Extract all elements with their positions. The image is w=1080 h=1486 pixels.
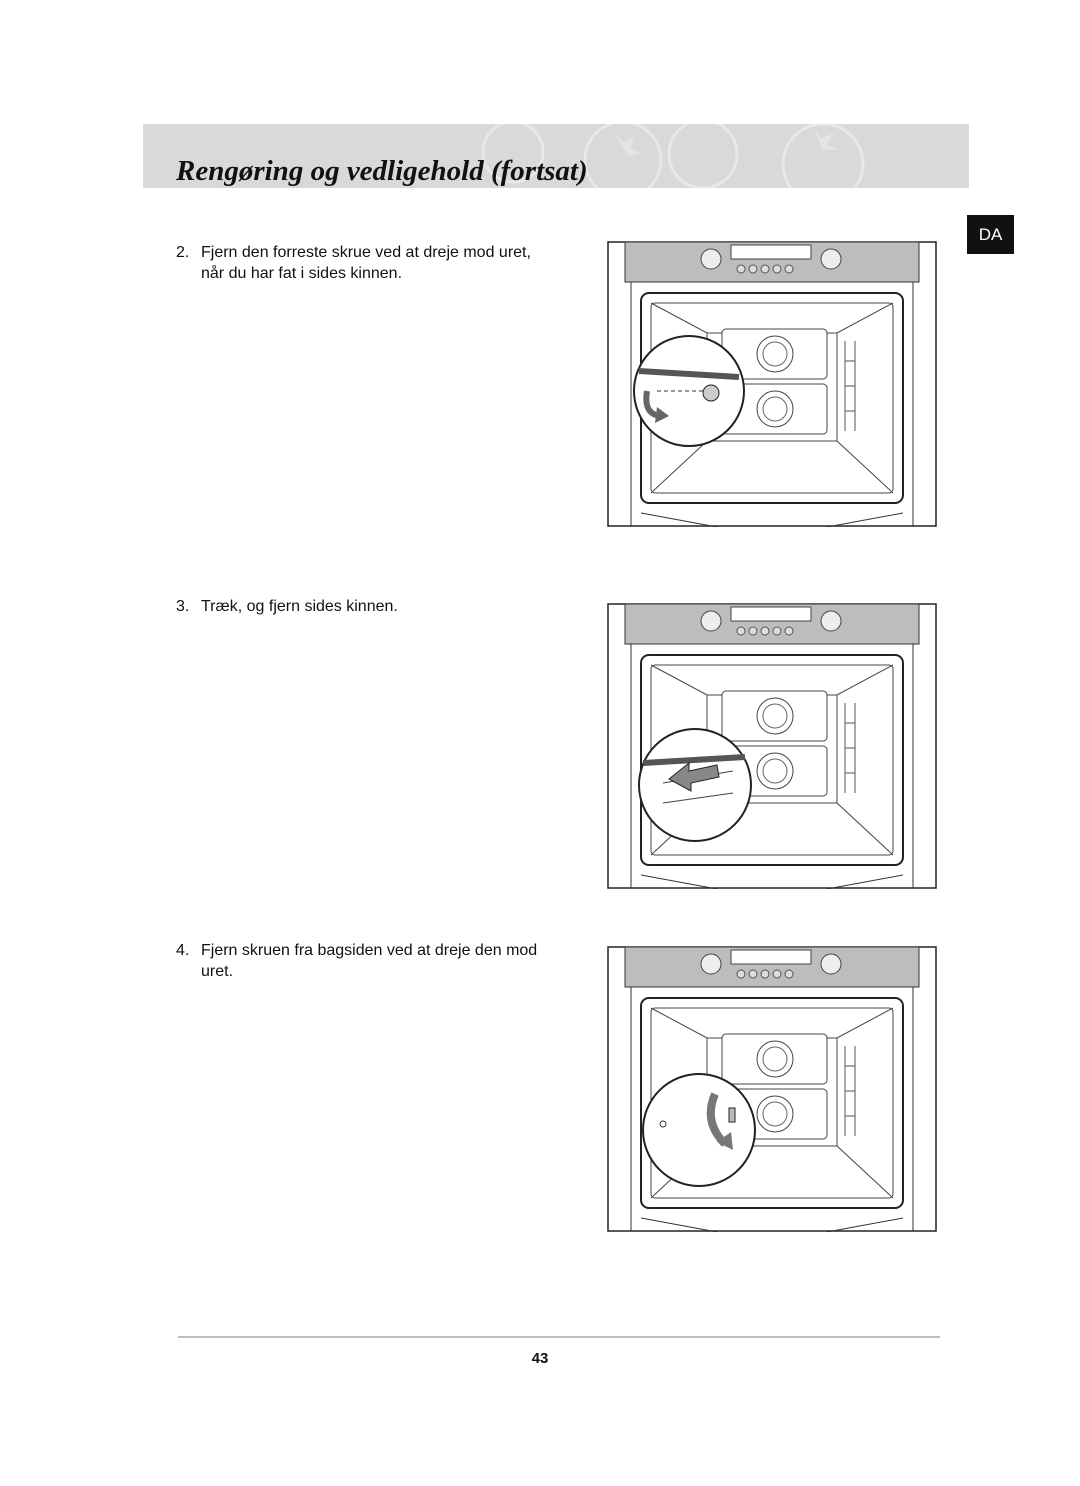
- oven-illustration-remove-front-screw: [607, 241, 937, 527]
- fan-icon: [756, 335, 794, 373]
- control-knob-icon: [700, 248, 722, 270]
- control-knob-icon: [820, 610, 842, 632]
- control-knob-icon: [700, 953, 722, 975]
- oven-illustration-pull-side-rail: [607, 603, 937, 889]
- display-panel: [730, 949, 812, 965]
- step-text: Fjern skruen fra bagsiden ved at dreje d…: [201, 942, 538, 980]
- step-number: 3.: [176, 598, 190, 615]
- oven-illustration-remove-back-screw: [607, 946, 937, 1232]
- step-text: Fjern den forreste skrue ved at dreje mo…: [201, 244, 531, 282]
- control-knob-icon: [820, 953, 842, 975]
- screw-icon: [728, 1107, 736, 1123]
- page-title: Rengøring og vedligehold (fortsat): [176, 155, 588, 187]
- footer-rule: [178, 1336, 940, 1338]
- header-band: [143, 124, 969, 188]
- fan-icon: [756, 752, 794, 790]
- fan-icon: [756, 697, 794, 735]
- step-item: 2. Fjern den forreste skrue ved at dreje…: [176, 242, 556, 284]
- vegetable-decoration: [583, 124, 663, 188]
- control-knob-icon: [700, 610, 722, 632]
- step-number: 4.: [176, 942, 190, 959]
- fan-icon: [756, 1095, 794, 1133]
- vegetable-decoration: [481, 124, 545, 184]
- language-tab: DA: [967, 215, 1014, 254]
- step-text: Træk, og fjern sides kinnen.: [201, 598, 398, 615]
- page-number: 43: [531, 1350, 549, 1367]
- display-panel: [730, 244, 812, 260]
- vegetable-decoration: [781, 124, 865, 188]
- pull-arrow-icon: [668, 761, 720, 792]
- fan-icon: [756, 1040, 794, 1078]
- vegetable-decoration: [667, 124, 739, 188]
- step-number: 2.: [176, 244, 190, 261]
- display-panel: [730, 606, 812, 622]
- step-item: 3. Træk, og fjern sides kinnen.: [176, 596, 556, 617]
- step-item: 4. Fjern skruen fra bagsiden ved at drej…: [176, 940, 556, 982]
- control-knob-icon: [820, 248, 842, 270]
- fan-icon: [756, 390, 794, 428]
- screw-icon: [702, 384, 720, 402]
- magnifier-circle: [642, 1073, 756, 1187]
- magnifier-circle: [638, 728, 752, 842]
